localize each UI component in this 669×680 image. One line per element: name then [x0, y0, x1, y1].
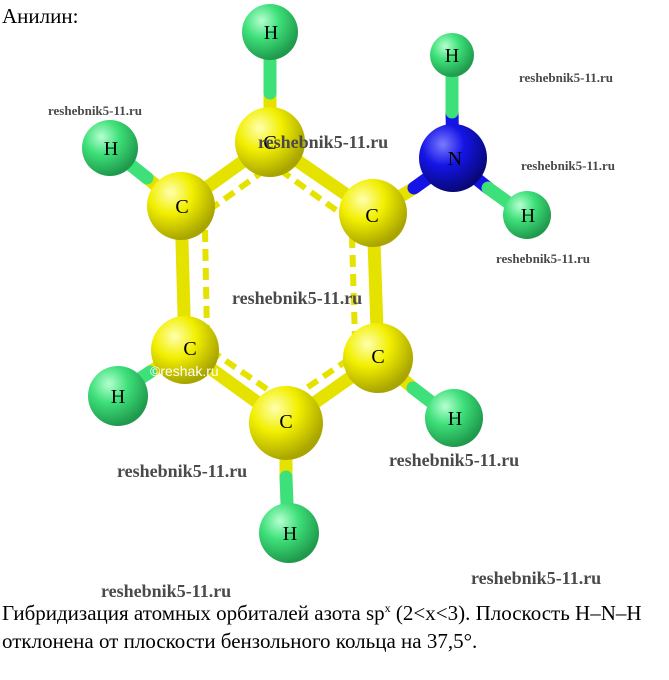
- atom-label-c: C: [183, 338, 196, 360]
- atom-label-h: H: [264, 22, 278, 44]
- carbon-atom: [343, 323, 413, 393]
- watermark: reshebnik5-11.ru: [389, 450, 520, 470]
- hydrogen-atom: [503, 191, 551, 239]
- aromatic-dash-5: [208, 347, 282, 401]
- hydrogen-atom: [430, 33, 474, 77]
- watermark: reshebnik5-11.ru: [471, 568, 602, 588]
- aromatic-dash-2: [278, 167, 352, 223]
- aniline-molecule-diagram: H H H H H H H C C C C C C N: [82, 4, 551, 563]
- caption-part-1: Гибридизация атомных орбиталей азота sp: [2, 601, 385, 625]
- carbon-atom: [339, 179, 407, 247]
- atom-label-n: N: [448, 148, 462, 170]
- carbon-atom: [249, 386, 323, 460]
- caption-superscript: x: [384, 601, 391, 615]
- atoms: [82, 4, 551, 563]
- hydrogen-atom: [82, 120, 138, 176]
- watermark: reshebnik5-11.ru: [519, 70, 614, 85]
- caption-part-2: (2<x<3). Плоскость H–N–H отклонена от пл…: [2, 601, 642, 653]
- hydrogen-atom: [425, 389, 483, 447]
- atom-label-h: H: [283, 523, 297, 545]
- watermark: reshebnik5-11.ru: [258, 132, 389, 152]
- aromatic-dash-1: [203, 167, 267, 216]
- watermark: reshebnik5-11.ru: [521, 158, 616, 173]
- page-title: Анилин:: [2, 4, 79, 28]
- nitrogen-atom: [419, 124, 487, 192]
- atom-label-h: H: [104, 138, 118, 160]
- watermark: reshebnik5-11.ru: [101, 581, 232, 601]
- watermark: reshebnik5-11.ru: [496, 251, 591, 266]
- carbon-atom: [235, 107, 305, 177]
- atom-label-c: C: [263, 132, 276, 154]
- watermark: reshebnik5-11.ru: [48, 103, 143, 118]
- watermark: reshebnik5-11.ru: [117, 461, 248, 481]
- atom-label-h: H: [448, 408, 462, 430]
- atom-label-h: H: [111, 386, 125, 408]
- hydrogen-atom: [242, 4, 298, 60]
- atom-label-h: H: [445, 45, 459, 67]
- carbon-atom: [151, 316, 219, 384]
- atom-label-c: C: [365, 205, 378, 227]
- atom-label-c: C: [279, 411, 292, 433]
- atom-label-c: C: [371, 346, 384, 368]
- hydrogen-atom: [259, 503, 319, 563]
- aromatic-dash-3: [202, 229, 210, 336]
- atom-label-h: H: [521, 205, 535, 227]
- caption-text: Гибридизация атомных орбиталей азота spx…: [2, 594, 667, 655]
- hydrogen-atom: [88, 366, 148, 426]
- watermark: reshebnik5-11.ru: [232, 288, 363, 308]
- aromatic-dash-4: [349, 235, 358, 341]
- copyright-watermark: ©reshak.ru: [150, 363, 219, 379]
- atom-label-c: C: [175, 196, 188, 218]
- carbon-atom: [147, 172, 215, 240]
